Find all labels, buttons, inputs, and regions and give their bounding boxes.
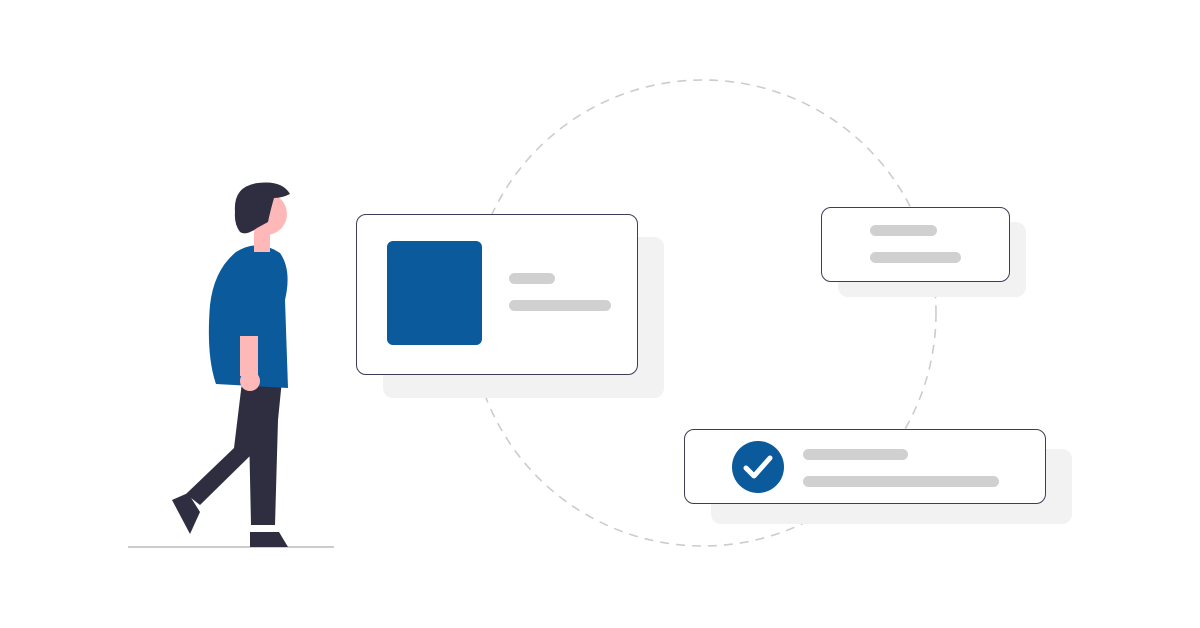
placeholder-line-short (803, 449, 908, 460)
small-card (821, 207, 1010, 282)
placeholder-line-short (870, 225, 937, 236)
placeholder-line-short (509, 273, 555, 284)
image-placeholder-icon (387, 241, 482, 345)
checked-card (684, 429, 1046, 504)
media-card (356, 214, 638, 375)
placeholder-line-long (870, 252, 961, 263)
check-circle-icon (732, 441, 784, 493)
placeholder-line-long (509, 300, 611, 311)
placeholder-line-long (803, 476, 999, 487)
